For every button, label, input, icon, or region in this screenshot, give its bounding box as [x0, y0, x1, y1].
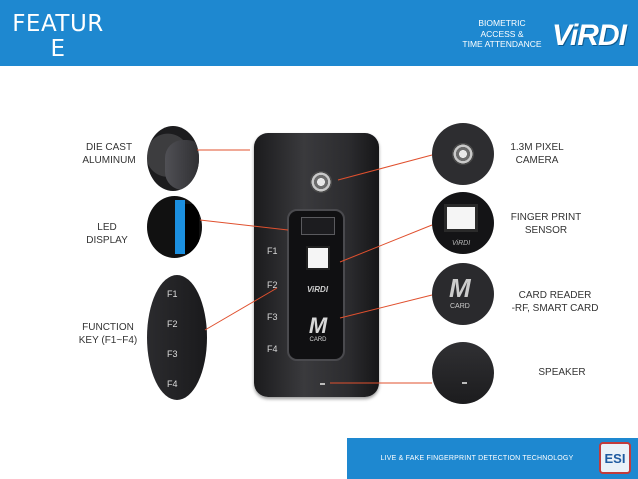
speaker-detail-image	[432, 342, 494, 404]
device-key-f4: F4	[267, 344, 278, 354]
pointer-finger	[339, 224, 433, 263]
page-title: FEATUR E	[8, 12, 108, 62]
fingerprint-sensor-detail-image: ViRDI	[432, 192, 494, 254]
label-led-display: LED DISPLAY	[72, 222, 142, 247]
function-key-detail-image: F1 F2 F3 F4	[147, 275, 207, 400]
footer-bar	[347, 438, 638, 479]
label-function-key: FUNCTION KEY (F1~F4)	[66, 322, 150, 347]
label-function-line-1: FUNCTION	[82, 322, 134, 333]
label-die-cast-line-1: DIE CAST	[85, 142, 133, 153]
label-function-line-2: KEY (F1~F4)	[78, 334, 138, 346]
card-text: CARD	[450, 303, 470, 310]
label-finger-line-1: FINGER PRINT	[510, 212, 582, 223]
die-cast-detail-image	[147, 126, 199, 191]
device-logo: ViRDI	[307, 285, 329, 294]
label-led-line-2: DISPLAY	[86, 234, 128, 246]
label-camera-line-2: CAMERA	[515, 154, 559, 166]
label-die-cast: DIE CAST ALUMINUM	[68, 142, 150, 167]
footer-text: LIVE & FAKE FINGERPRINT DETECTION TECHNO…	[380, 455, 574, 462]
detail-key-f1: F1	[167, 289, 178, 299]
led-display-detail-image	[147, 196, 202, 258]
label-fingerprint-sensor: FINGER PRINT SENSOR	[496, 212, 596, 237]
pointer-card	[339, 294, 433, 319]
header-bar	[0, 0, 638, 66]
device-key-f2: F2	[267, 280, 278, 290]
title-line-2: E	[50, 36, 66, 62]
fingerprint-sensor	[306, 246, 330, 270]
subtitle-line-1: BIOMETRIC	[478, 18, 526, 28]
label-camera: 1.3M PIXEL CAMERA	[496, 142, 578, 167]
sensor-logo: ViRDI	[452, 240, 471, 247]
subtitle-line-3: TIME ATTENDANCE	[462, 39, 542, 49]
device-image: ViRDI M CARD F1 F2 F3 F4	[254, 133, 379, 397]
label-camera-line-1: 1.3M PIXEL	[510, 142, 564, 153]
device-speaker	[320, 383, 325, 385]
detail-key-f4: F4	[167, 379, 178, 389]
detail-key-f2: F2	[167, 319, 178, 329]
device-camera	[310, 171, 332, 193]
label-led-line-1: LED	[97, 222, 117, 233]
card-reader-detail-image: M CARD	[432, 263, 494, 325]
detail-key-f3: F3	[167, 349, 178, 359]
pointer-camera	[337, 154, 433, 181]
brand-logo: ViRDI	[546, 8, 632, 64]
footer-logo: ESI	[599, 442, 631, 474]
camera-detail-image	[432, 123, 494, 185]
device-key-f3: F3	[267, 312, 278, 322]
card-icon: M	[449, 273, 471, 303]
card-m-icon: M	[308, 313, 328, 338]
label-card-line-1: CARD READER	[518, 290, 592, 301]
card-reader-area: M CARD	[303, 315, 333, 345]
card-reader-text: CARD	[309, 337, 327, 343]
led-display	[301, 217, 335, 235]
sensor-window	[444, 204, 478, 232]
subtitle-line-2: ACCESS &	[480, 28, 524, 39]
label-die-cast-line-2: ALUMINUM	[82, 154, 136, 166]
fingerprint-module: ViRDI M CARD	[287, 209, 345, 361]
label-card-line-2: -RF, SMART CARD	[511, 302, 599, 314]
header-subtitle: BIOMETRIC ACCESS & TIME ATTENDANCE	[442, 18, 562, 50]
device-key-f1: F1	[267, 246, 278, 256]
label-finger-line-2: SENSOR	[524, 224, 568, 236]
label-speaker: SPEAKER	[538, 367, 586, 378]
pointer-function	[204, 287, 278, 331]
title-line-1: FEATUR	[12, 11, 104, 37]
label-card-reader: CARD READER -RF, SMART CARD	[496, 290, 614, 315]
pointer-led	[199, 219, 289, 231]
